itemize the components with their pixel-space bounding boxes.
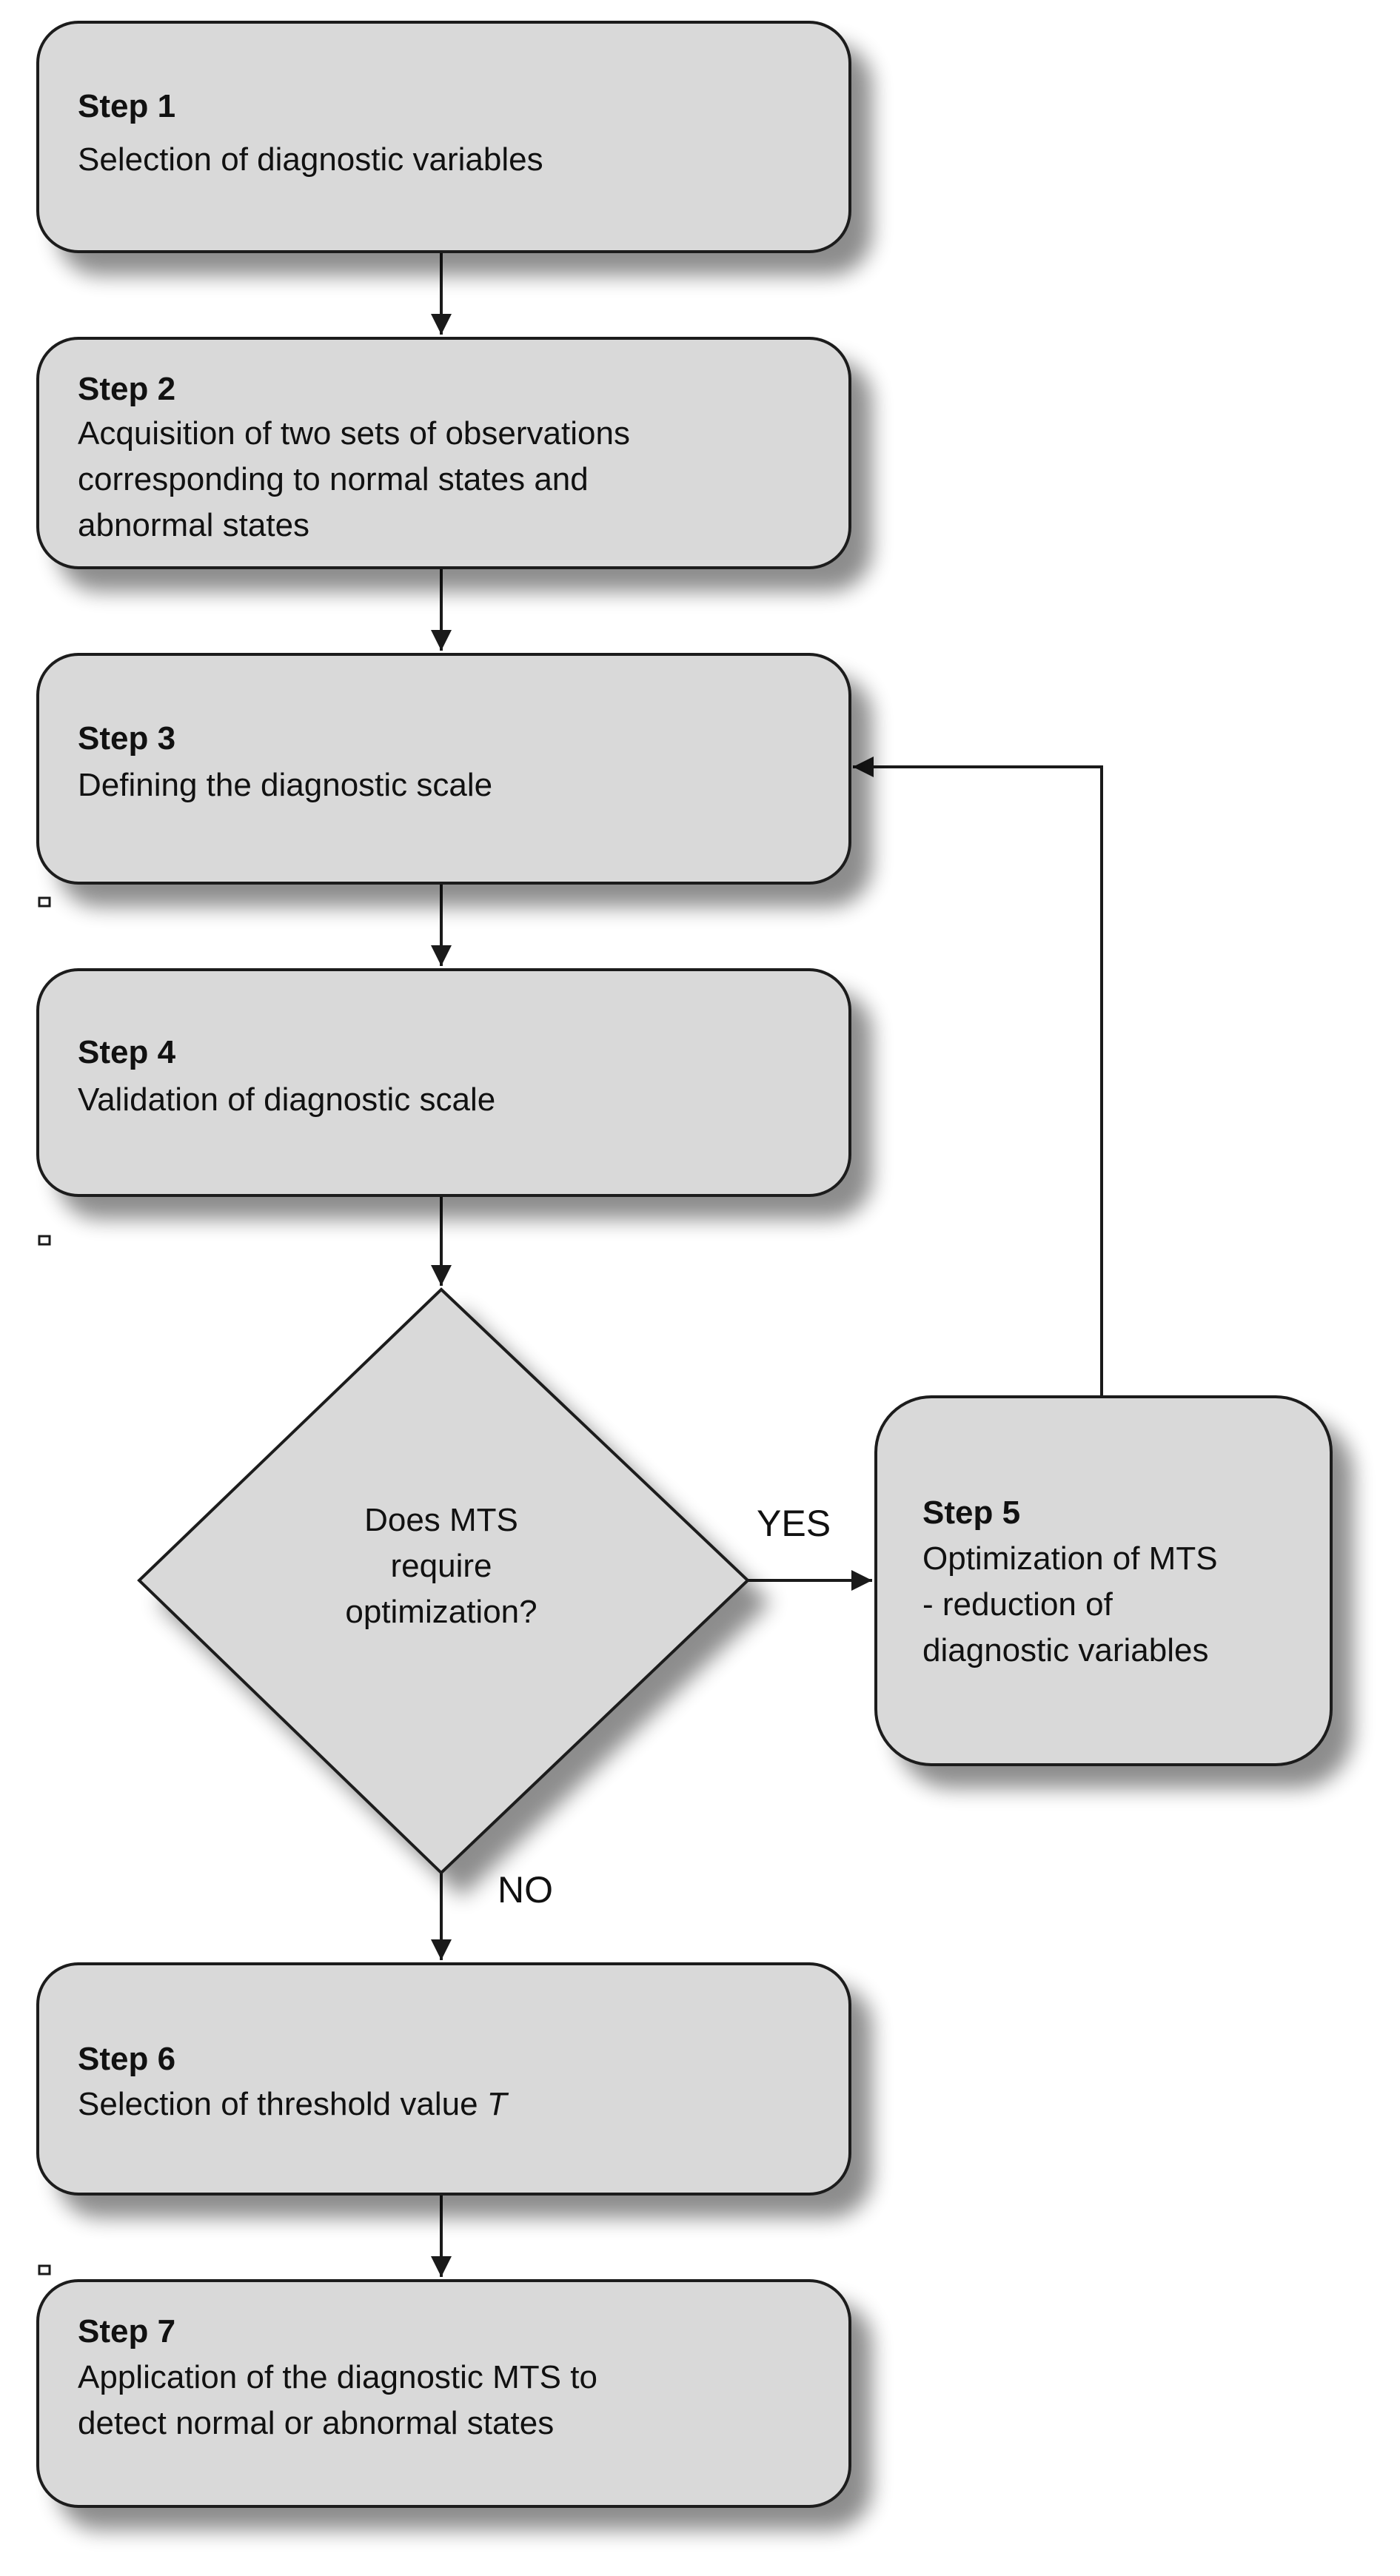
step-1-title: Step 1	[78, 88, 175, 124]
step-6-threshold-symbol: T	[487, 2086, 509, 2122]
step-7-box: Step 7 Application of the diagnostic MTS…	[36, 2279, 851, 2508]
step-4-box: Step 4 Validation of diagnostic scale	[36, 968, 851, 1197]
no-label: NO	[498, 1869, 553, 1911]
decision-text-line-3: optimization?	[345, 1594, 537, 1630]
edge-marker	[38, 2264, 51, 2275]
edge-markers	[38, 896, 51, 2275]
step-6-text-prefix: Selection of threshold value	[78, 2086, 487, 2122]
connector-step5-step3-loop	[853, 757, 1103, 1397]
connectors	[431, 252, 1103, 2277]
step-1-box: Step 1 Selection of diagnostic variables	[36, 21, 851, 253]
step-3-text: Defining the diagnostic scale	[78, 767, 492, 803]
step-3-box: Step 3 Defining the diagnostic scale	[36, 653, 851, 885]
edge-marker	[38, 1235, 51, 1246]
step-7-text-line-2: detect normal or abnormal states	[78, 2405, 554, 2441]
step-2-text-line-2: corresponding to normal states and	[78, 461, 589, 497]
step-6-box: Step 6 Selection of threshold value T	[36, 1962, 851, 2196]
step-2-box: Step 2 Acquisition of two sets of observ…	[36, 337, 851, 569]
step-7-text-line-1: Application of the diagnostic MTS to	[78, 2359, 597, 2395]
decision-node: Does MTS require optimization?	[137, 1287, 750, 1875]
step-1-text: Selection of diagnostic variables	[78, 141, 543, 178]
step-5-box: Step 5 Optimization of MTS - reduction o…	[874, 1395, 1333, 1766]
step-7-title: Step 7	[78, 2313, 175, 2349]
edge-marker	[38, 896, 51, 908]
yes-label: YES	[757, 1503, 831, 1544]
step-4-text: Validation of diagnostic scale	[78, 1081, 495, 1118]
step-6-text: Selection of threshold value T	[78, 2086, 509, 2122]
step-5-text-line-3: diagnostic variables	[922, 1632, 1208, 1668]
step-5-text-line-1: Optimization of MTS	[922, 1540, 1218, 1577]
step-6-title: Step 6	[78, 2041, 175, 2077]
decision-text-line-2: require	[391, 1548, 492, 1584]
decision-text-line-1: Does MTS	[364, 1502, 518, 1538]
step-3-title: Step 3	[78, 720, 175, 757]
step-2-title: Step 2	[78, 371, 175, 407]
step-2-text-line-3: abnormal states	[78, 507, 309, 543]
step-2-text-line-1: Acquisition of two sets of observations	[78, 415, 630, 452]
step-4-title: Step 4	[78, 1034, 176, 1070]
step-5-text-line-2: - reduction of	[922, 1586, 1113, 1623]
step-5-title: Step 5	[922, 1495, 1020, 1531]
